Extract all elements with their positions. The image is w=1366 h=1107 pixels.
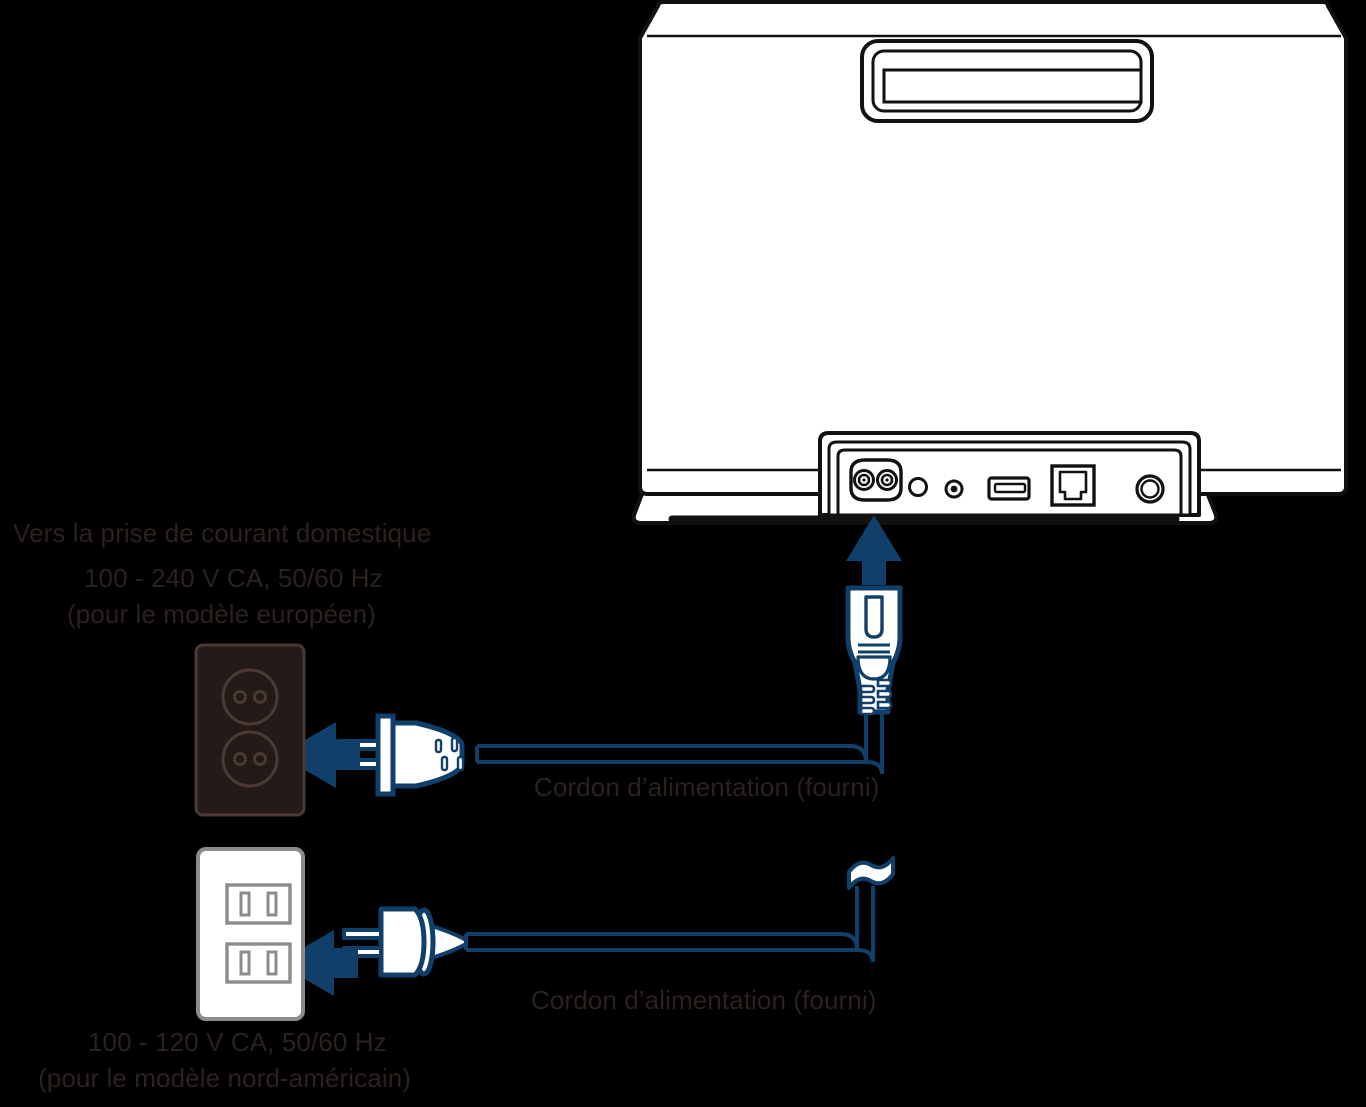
iec-connector-icon bbox=[845, 585, 903, 716]
eu-outlet-plate bbox=[194, 643, 306, 817]
usb-port-icon[interactable] bbox=[987, 476, 1031, 501]
label-eu-model: (pour le modèle européen) bbox=[67, 599, 376, 629]
arrow-into-eu-outlet-icon bbox=[279, 722, 360, 788]
na-socket-upper bbox=[225, 883, 292, 925]
round-button-icon[interactable] bbox=[908, 477, 928, 497]
device-body bbox=[638, 0, 1348, 496]
device-rear-view bbox=[631, 0, 1348, 525]
arrow-into-device-icon bbox=[846, 515, 902, 585]
label-outlet-title: Vers la prise de courant domestique bbox=[13, 518, 432, 548]
label-cord-top: Cordon d’alimentation (fourni) bbox=[534, 772, 880, 802]
cord-top-path bbox=[477, 714, 884, 775]
mini-jack-icon[interactable] bbox=[944, 479, 964, 499]
eu-socket-lower bbox=[221, 730, 279, 788]
na-plug-icon bbox=[342, 906, 468, 978]
label-na-model: (pour le modèle nord-américain) bbox=[38, 1063, 412, 1093]
device-handle-icon bbox=[860, 39, 1154, 123]
label-eu-voltage: 100 - 240 V CA, 50/60 Hz bbox=[84, 563, 383, 593]
label-na-voltage: 100 - 120 V CA, 50/60 Hz bbox=[88, 1027, 387, 1057]
arrow-into-na-outlet-icon bbox=[277, 930, 358, 996]
cord-bottom-path bbox=[466, 886, 875, 963]
label-cord-bottom: Cordon d’alimentation (fourni) bbox=[531, 985, 877, 1015]
eu-socket-upper bbox=[221, 668, 279, 726]
na-socket-lower bbox=[225, 942, 292, 984]
na-outlet bbox=[196, 847, 305, 1021]
cable-break-icon bbox=[847, 856, 895, 890]
eu-outlet bbox=[194, 643, 306, 817]
ac-inlet-icon[interactable] bbox=[849, 458, 903, 502]
na-outlet-plate bbox=[196, 847, 305, 1021]
rj45-port-icon[interactable] bbox=[1050, 464, 1096, 507]
antenna-connector-icon[interactable] bbox=[1135, 474, 1165, 504]
